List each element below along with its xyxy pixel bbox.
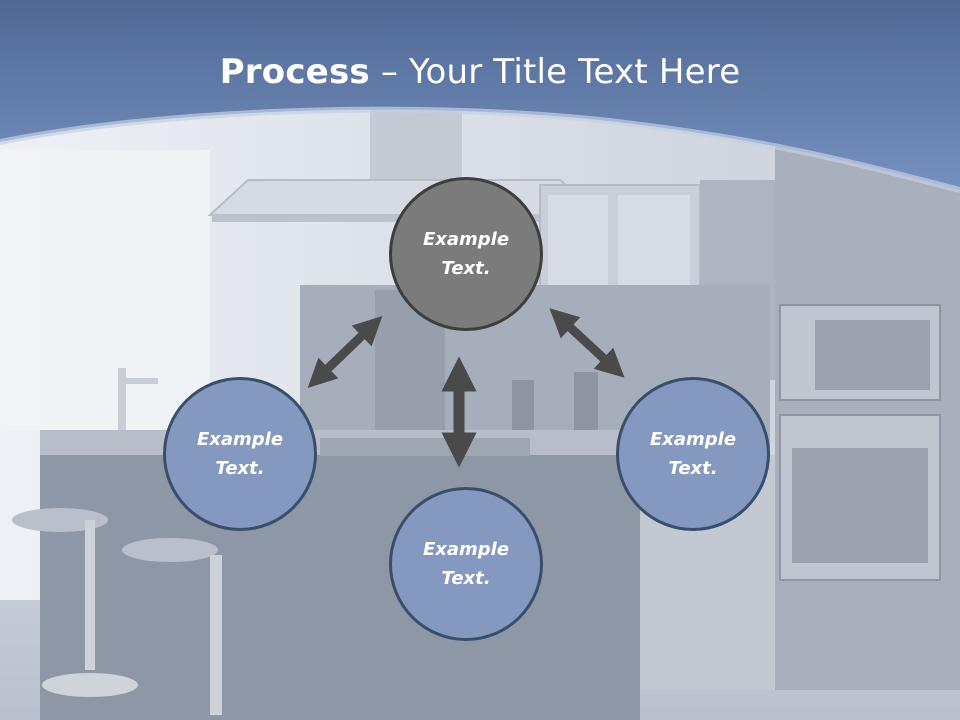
slide-title: Process – Your Title Text Here <box>0 52 960 92</box>
node-label: Example Text. <box>196 429 284 479</box>
node-label: Example Text. <box>422 229 510 279</box>
title-bold: Process <box>219 52 370 92</box>
process-node-bottom: Example Text. <box>389 487 543 641</box>
title-rest: – Your Title Text Here <box>369 52 741 92</box>
process-node-top: Example Text. <box>389 177 543 331</box>
process-node-right: Example Text. <box>616 377 770 531</box>
node-label: Example Text. <box>649 429 737 479</box>
process-node-left: Example Text. <box>163 377 317 531</box>
node-label: Example Text. <box>422 539 510 589</box>
